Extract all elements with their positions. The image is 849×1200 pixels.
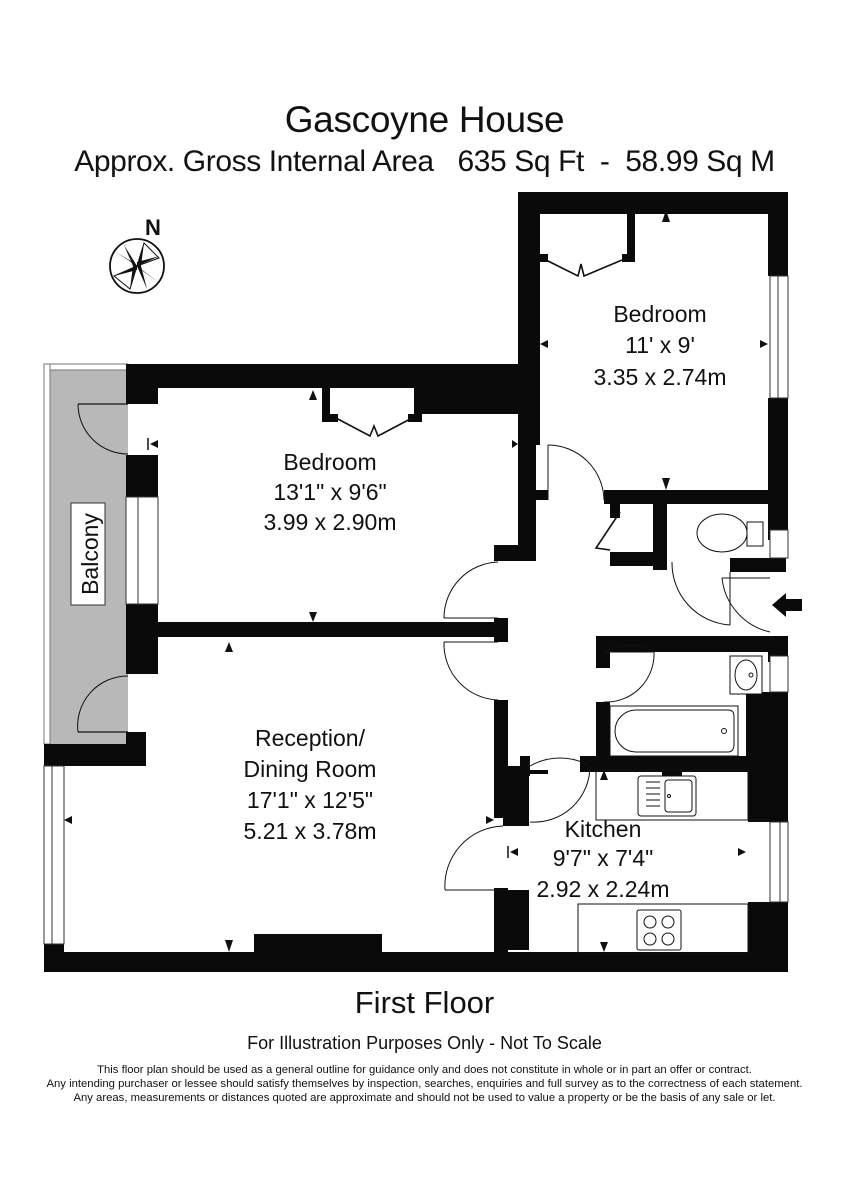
kitchen-imperial: 9'7" x 7'4" bbox=[553, 845, 654, 871]
illustration-note: For Illustration Purposes Only - Not To … bbox=[247, 1033, 602, 1053]
entrance-arrow-icon bbox=[772, 593, 802, 617]
basin-icon bbox=[729, 655, 763, 695]
bath-icon bbox=[609, 705, 739, 757]
disclaimer: This floor plan should be used as a gene… bbox=[0, 1063, 849, 1105]
bedroom-1-metric: 3.99 x 2.90m bbox=[264, 509, 397, 535]
reception-name-line1: Reception/ bbox=[255, 725, 366, 751]
balcony: Balcony bbox=[43, 363, 129, 745]
bedroom-2-name: Bedroom bbox=[613, 301, 706, 327]
bedroom-2-metric: 3.35 x 2.74m bbox=[594, 364, 727, 390]
compass-rose-icon: N bbox=[109, 215, 165, 294]
kitchen-counter bbox=[577, 769, 768, 955]
floor-label: First Floor bbox=[354, 985, 495, 1020]
walls bbox=[44, 192, 788, 972]
bedroom-2-imperial: 11' x 9' bbox=[625, 332, 695, 358]
wardrobe-doors bbox=[335, 259, 623, 551]
bedroom-1-imperial: 13'1" x 9'6" bbox=[273, 479, 386, 505]
windows bbox=[43, 275, 789, 945]
disclaimer-line: Any intending purchaser or lessee should… bbox=[46, 1078, 803, 1090]
kitchen-name: Kitchen bbox=[565, 816, 642, 842]
toilet-icon bbox=[696, 513, 764, 553]
reception-metric: 5.21 x 3.78m bbox=[244, 818, 377, 844]
kitchen-sink-icon bbox=[637, 775, 697, 817]
disclaimer-line: This floor plan should be used as a gene… bbox=[97, 1064, 752, 1076]
measurement-markers bbox=[64, 210, 768, 952]
kitchen-metric: 2.92 x 2.24m bbox=[537, 876, 670, 902]
gross-internal-area: Approx. Gross Internal Area 635 Sq Ft - … bbox=[74, 145, 775, 178]
bedroom-1-name: Bedroom bbox=[283, 449, 376, 475]
reception-name-line2: Dining Room bbox=[244, 756, 377, 782]
reception-imperial: 17'1" x 12'5" bbox=[247, 787, 373, 813]
property-title: Gascoyne House bbox=[284, 99, 565, 140]
door-swings bbox=[443, 444, 771, 891]
balcony-label: Balcony bbox=[77, 513, 103, 595]
hob-icon bbox=[636, 909, 682, 951]
north-label: N bbox=[145, 215, 161, 240]
disclaimer-line: Any areas, measurements or distances quo… bbox=[73, 1092, 776, 1104]
